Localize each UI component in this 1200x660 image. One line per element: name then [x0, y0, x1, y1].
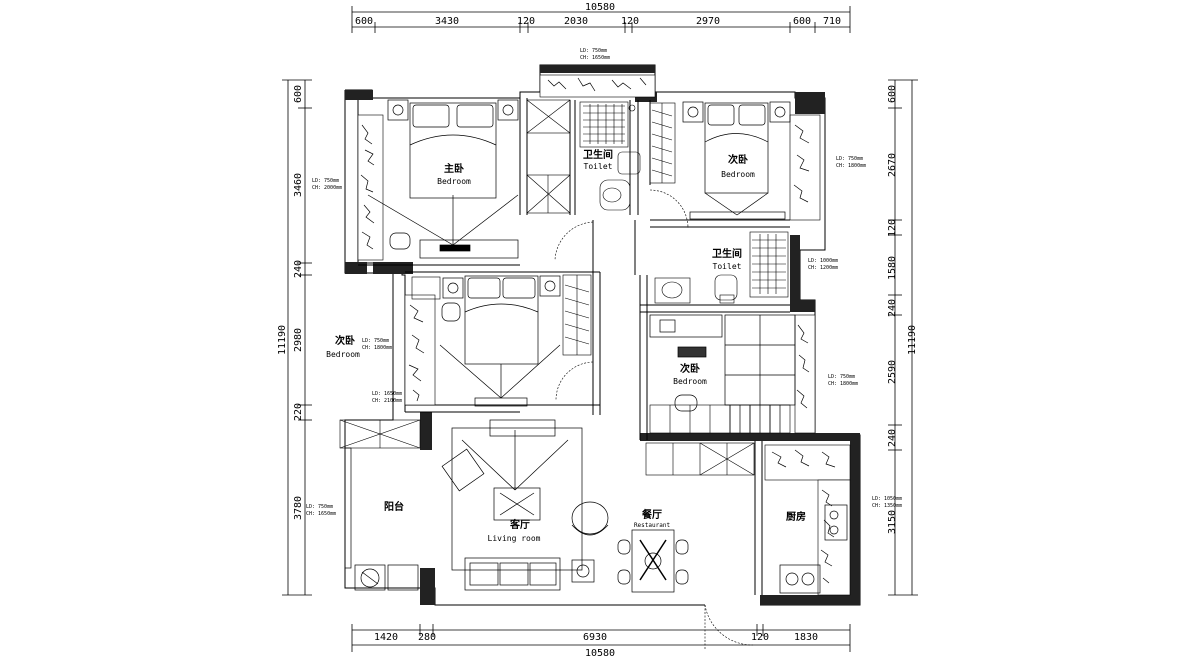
left-total-dim: 11190 [277, 325, 288, 355]
right-dim-3: 1580 [887, 256, 898, 280]
dining-table [617, 529, 689, 593]
right-dim-0: 600 [887, 85, 898, 103]
ne-bedroom-label-cn: 次卧 [728, 153, 748, 166]
top-total-dim: 10580 [585, 2, 615, 13]
top-segment-dims: 600 3430 120 2030 120 2970 600 710 [355, 16, 841, 27]
top-dim-1: 3430 [435, 16, 459, 27]
note-westbed2-1: LD: 1650mm [372, 391, 402, 397]
right-dim-7: 3150 [887, 510, 898, 534]
top-dim-0: 600 [355, 16, 373, 27]
master-bedroom-furniture [367, 99, 519, 259]
bottom-dim-4: 1830 [794, 632, 818, 643]
left-dim-4: 220 [293, 403, 304, 421]
right-dim-5: 2590 [887, 360, 898, 384]
marble-tile-panels [357, 74, 851, 596]
top-dim-6: 600 [793, 16, 811, 27]
toilet-east-fixtures [654, 231, 789, 304]
right-dim-2: 120 [887, 219, 898, 237]
kitchen-label-cn: 厨房 [786, 510, 806, 523]
living-room-label-en: Living room [488, 534, 541, 543]
top-dimension-chain [351, 6, 851, 33]
master-bedroom-label-en: Bedroom [437, 177, 471, 186]
note-westbed1-1: LD: 750mm [362, 338, 389, 344]
note-balcony-2: CH: 1650mm [306, 511, 336, 517]
east-bedroom-label-en: Bedroom [673, 377, 707, 386]
ne-bedroom-label-en: Bedroom [721, 170, 755, 179]
note-ne-2: CH: 1800mm [836, 163, 866, 169]
left-segment-dims: 600 3460 240 2980 220 3780 [293, 85, 304, 520]
master-bedroom-label-cn: 主卧 [444, 162, 464, 175]
bottom-dim-0: 1420 [374, 632, 398, 643]
note-eastbed-1: LD: 750mm [828, 374, 855, 380]
east-bedroom-furniture [649, 314, 796, 433]
toilet-north-label-cn: 卫生间 [583, 148, 613, 161]
note-master-2: CH: 2000mm [312, 185, 342, 191]
top-dim-7: 710 [823, 16, 841, 27]
marble-veins [360, 77, 836, 584]
west-bedroom-label-cn: 次卧 [335, 334, 355, 347]
living-room-furniture [441, 419, 609, 591]
right-dimension-chain [888, 79, 918, 596]
bottom-segment-dims: 1420 280 6930 120 1830 [374, 632, 818, 643]
top-dim-4: 120 [621, 16, 639, 27]
right-dim-6: 240 [887, 429, 898, 447]
bottom-dimension-chain [351, 624, 851, 652]
door-swings [554, 189, 754, 650]
toilet-north-fixtures [579, 101, 641, 211]
balcony-fixtures [344, 447, 419, 591]
ne-bedroom-furniture [682, 101, 791, 220]
right-dim-1: 2670 [887, 153, 898, 177]
west-bedroom-furniture [439, 275, 561, 407]
note-kitchen-1: LD: 1050mm [872, 496, 902, 502]
dining-label-cn: 餐厅 [641, 508, 662, 521]
note-toilet-2: CH: 1200mm [808, 265, 838, 271]
note-toilet-1: LD: 1000mm [808, 258, 838, 264]
bottom-dim-3: 120 [751, 632, 769, 643]
note-top-2: CH: 1650mm [580, 55, 610, 61]
note-top-1: LD: 750mm [580, 48, 607, 54]
wardrobes [339, 99, 791, 476]
kitchen-fixtures [779, 504, 848, 594]
left-dim-2: 240 [293, 260, 304, 278]
note-eastbed-2: CH: 1800mm [828, 381, 858, 387]
left-dim-0: 600 [293, 85, 304, 103]
living-room-label-cn: 客厅 [509, 518, 530, 531]
toilet-east-label-cn: 卫生间 [712, 247, 742, 260]
note-kitchen-2: CH: 1350mm [872, 503, 902, 509]
top-dim-2: 120 [517, 16, 535, 27]
bottom-total-dim: 10580 [585, 648, 615, 659]
note-master-1: LD: 750mm [312, 178, 339, 184]
right-dim-4: 240 [887, 299, 898, 317]
top-dim-5: 2970 [696, 16, 720, 27]
note-balcony-1: LD: 750mm [306, 504, 333, 510]
left-dimension-chain [282, 79, 312, 596]
west-bedroom-label-en: Bedroom [326, 350, 360, 359]
left-dim-5: 3780 [293, 496, 304, 520]
top-dim-3: 2030 [564, 16, 588, 27]
window-notes: LD: 750mm CH: 1650mm LD: 750mm CH: 2000m… [306, 48, 902, 517]
toilet-north-label-en: Toilet [584, 162, 613, 171]
left-dim-1: 3460 [293, 173, 304, 197]
bottom-dim-1: 280 [418, 632, 436, 643]
note-westbed1-2: CH: 1800mm [362, 345, 392, 351]
east-bedroom-label-cn: 次卧 [680, 362, 700, 375]
left-dim-3: 2980 [293, 328, 304, 352]
right-segment-dims: 600 2670 120 1580 240 2590 240 3150 [887, 85, 898, 534]
note-ne-1: LD: 750mm [836, 156, 863, 162]
balcony-label-cn: 阳台 [384, 500, 404, 513]
toilet-east-label-en: Toilet [713, 262, 742, 271]
right-total-dim: 11190 [907, 325, 918, 355]
dining-label-en: Restaurant [634, 522, 671, 529]
bottom-dim-2: 6930 [583, 632, 607, 643]
note-westbed2-2: CH: 2100mm [372, 398, 402, 404]
